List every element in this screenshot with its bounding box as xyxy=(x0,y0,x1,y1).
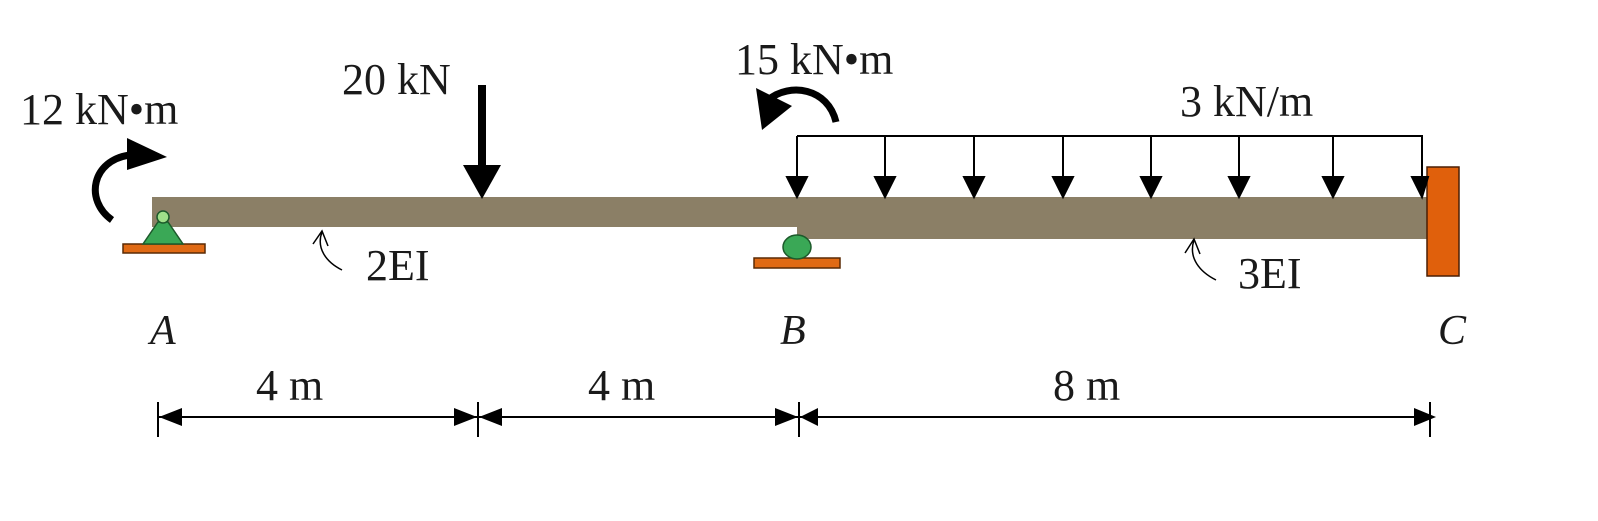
moment-a-arrowhead-icon xyxy=(127,138,167,170)
support-base-a xyxy=(122,243,206,254)
dimension-ab1-label: 4 m xyxy=(256,361,323,410)
leader-arrow-icon xyxy=(1191,239,1217,281)
moment-b-label: 15 kN•m xyxy=(735,35,893,84)
dimension-arrowhead-icon xyxy=(479,408,502,426)
down-arrow-icon xyxy=(785,176,809,200)
moment-b: 15 kN•m xyxy=(735,35,893,130)
stiffness-ab: 2EI xyxy=(312,229,430,290)
fixed-support-c xyxy=(1426,166,1460,277)
clockwise-arrow-icon xyxy=(91,151,131,223)
distributed-load: 3 kN/m xyxy=(785,77,1430,200)
counterclockwise-arrow-icon xyxy=(765,86,840,124)
pin-triangle-icon xyxy=(141,221,185,245)
point-load: 20 kN xyxy=(342,55,501,199)
down-arrow-icon xyxy=(1051,176,1075,200)
dimension-arrowhead-icon xyxy=(454,408,477,426)
roller-icon xyxy=(782,234,812,260)
point-load-label: 20 kN xyxy=(342,55,451,104)
distributed-load-arrows xyxy=(785,136,1430,200)
down-arrow-icon xyxy=(873,176,897,200)
pin-support-a xyxy=(122,210,206,254)
leader-arrowhead-icon xyxy=(312,229,329,247)
beam-segment-bc xyxy=(797,197,1429,239)
stiffness-bc: 3EI xyxy=(1184,237,1302,298)
down-arrow-icon xyxy=(1139,176,1163,200)
beam xyxy=(152,197,1429,239)
down-arrow-icon xyxy=(962,176,986,200)
beam-segment-ab xyxy=(152,197,798,227)
dimension-ab2-label: 4 m xyxy=(588,361,655,410)
distributed-load-label: 3 kN/m xyxy=(1180,77,1313,126)
dimension-bc-label: 8 m xyxy=(1053,361,1120,410)
stiffness-ab-label: 2EI xyxy=(366,241,430,290)
dimension-lines xyxy=(157,402,1436,437)
moment-b-arrowhead-icon xyxy=(756,88,792,130)
roller-support-b xyxy=(753,234,841,269)
dimension-arrowhead-icon xyxy=(1414,408,1436,426)
moment-a: 12 kN•m xyxy=(20,85,178,223)
point-a-label: A xyxy=(147,308,176,354)
dimension-arrowhead-icon xyxy=(775,408,798,426)
down-arrow-icon xyxy=(463,165,501,199)
dimension-arrowhead-icon xyxy=(800,408,818,426)
leader-arrow-icon xyxy=(319,231,343,271)
down-arrow-icon xyxy=(1321,176,1345,200)
stiffness-bc-label: 3EI xyxy=(1238,249,1302,298)
down-arrow-icon xyxy=(1227,176,1251,200)
moment-a-label: 12 kN•m xyxy=(20,85,178,134)
leader-arrowhead-icon xyxy=(1184,237,1201,255)
down-arrow-icon xyxy=(1410,176,1430,200)
dimension-arrowhead-icon xyxy=(159,408,182,426)
pin-hinge-icon xyxy=(156,210,170,224)
point-c-label: C xyxy=(1438,308,1467,354)
point-b-label: B xyxy=(780,308,806,354)
